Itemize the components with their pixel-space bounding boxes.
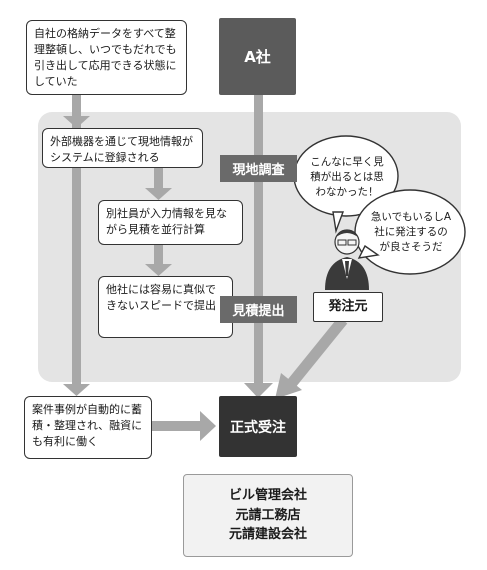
- company-a-box: A社: [219, 18, 296, 95]
- client-type-1: ビル管理会社: [228, 488, 307, 504]
- flow-line-registered-calc: [154, 168, 163, 190]
- estimate-label: 見積提出: [220, 296, 297, 323]
- client-flow-line: [287, 316, 348, 387]
- speech-bubble-1-text: こんなに早く見積が出るとは思わなかった！: [310, 156, 384, 199]
- client-types-box: ビル管理会社 元請工務店 元請建設会社: [183, 474, 353, 557]
- client-type-2: 元請工務店: [235, 507, 301, 523]
- case-flow-line: [152, 421, 202, 431]
- data-organized-box: 自社の格納データをすべて整理整頓し、いつでもだれでも引き出して応用できる状態にし…: [26, 20, 187, 95]
- case-flow-arrowhead: [200, 411, 216, 441]
- speech-bubble-2-text: 急いでもいるしA社に発注するのが良さそうだ: [370, 211, 452, 254]
- case-box: 案件事例が自動的に蓄積・整理され、融資にも有利に働く: [24, 396, 152, 459]
- registered-text: 外部機器を通じて現地情報がシステムに登録される: [50, 135, 193, 164]
- survey-label: 現地調査: [220, 155, 297, 182]
- data-organized-text: 自社の格納データをすべて整理整頓し、いつでもだれでも引き出して応用できる状態にし…: [34, 27, 177, 88]
- speech-bubble-2: [354, 189, 466, 275]
- estimate-label-text: 見積提出: [232, 304, 285, 319]
- speech-bubble-2-tail: [357, 244, 380, 259]
- survey-label-text: 現地調査: [232, 163, 285, 178]
- client-label: 発注元: [328, 298, 368, 314]
- client-box: 発注元: [313, 292, 383, 322]
- parallel-calc-box: 別社員が入力情報を見ながら見積を並行計算: [98, 200, 243, 245]
- speed-text: 他社には容易に真似できないスピードで提出: [106, 283, 216, 312]
- client-type-3: 元請建設会社: [228, 527, 307, 543]
- flow-line-calc-speed: [154, 245, 163, 265]
- company-flow-arrowhead: [244, 383, 273, 398]
- speech-bubble-1-tail: [332, 211, 345, 234]
- parallel-calc-text: 別社員が入力情報を見ながら見積を並行計算: [106, 207, 227, 236]
- speed-box: 他社には容易に真似できないスピードで提出: [98, 276, 233, 338]
- case-text: 案件事例が自動的に蓄積・整理され、融資にも有利に働く: [32, 403, 143, 448]
- left-flow-arrowhead-2: [63, 384, 90, 396]
- order-received-label: 正式受注: [230, 419, 286, 436]
- flow-arrowhead-registered-calc: [145, 188, 172, 200]
- order-received-box: 正式受注: [219, 396, 297, 457]
- registered-box: 外部機器を通じて現地情報がシステムに登録される: [42, 128, 203, 168]
- left-flow-arrowhead-1: [63, 116, 90, 128]
- flow-arrowhead-calc-speed: [145, 264, 172, 276]
- company-flow-line: [254, 93, 263, 383]
- company-a-label: A社: [244, 48, 271, 66]
- left-flow-line: [72, 95, 81, 385]
- client-flow-arrowhead: [275, 373, 302, 399]
- client-person-icon: [325, 229, 369, 290]
